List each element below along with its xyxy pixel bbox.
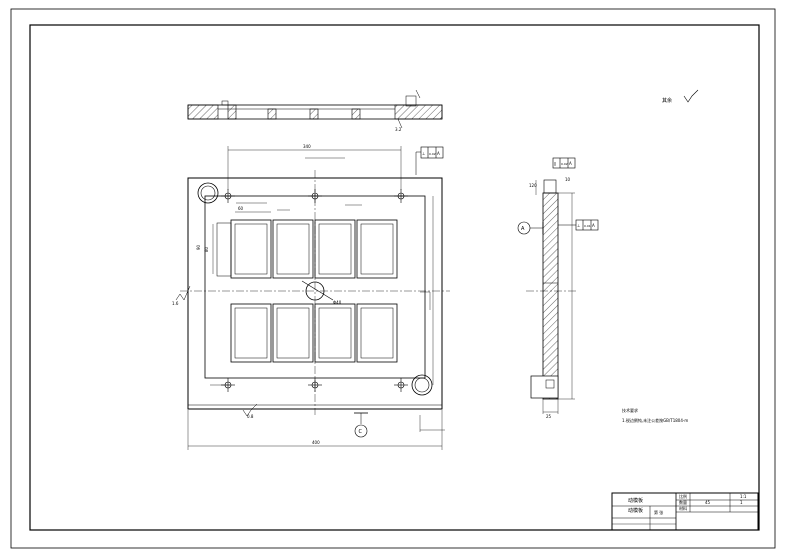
center-hole-label: Φ40 (333, 300, 342, 305)
tolerance-frame-1: ⊥ 0.02 A (415, 146, 444, 175)
svg-text:0.8: 0.8 (247, 414, 254, 419)
svg-text:A: A (521, 226, 525, 232)
svg-text:A: A (437, 151, 440, 156)
surface-finish-note: 其余 (662, 89, 699, 104)
side-section-view: 25 10 ∥ 0.02 A ⊥ 0.01 A A 120 (517, 157, 599, 419)
outer-border (10, 8, 776, 549)
svg-text:⊥: ⊥ (422, 151, 426, 156)
dimension-lines (187, 146, 445, 450)
svg-text:0.02: 0.02 (561, 162, 568, 166)
svg-text:C: C (359, 429, 363, 435)
title-sheet: 第 张 (654, 509, 663, 515)
side-dim-label: 120 (529, 183, 537, 188)
dim-pocket-height: 80 (204, 246, 209, 252)
svg-text:0.01: 0.01 (584, 224, 591, 228)
title-cell-c: 材料 (679, 505, 687, 511)
svg-text:⊥: ⊥ (577, 223, 581, 228)
cavity-pockets (216, 219, 398, 363)
tolerance-frame-3: ⊥ 0.01 A (558, 219, 599, 231)
dim-pocket-pitch: 90 (196, 244, 201, 250)
title-block (611, 492, 759, 531)
dim-overall-width: 400 (312, 440, 320, 445)
svg-text:A: A (569, 161, 572, 166)
title-cell-a: 比例 (679, 493, 687, 499)
title-cell-b: 数量 (679, 499, 687, 505)
top-section-view: 3.2 (187, 89, 443, 132)
svg-text:0.02: 0.02 (429, 152, 436, 156)
plan-view: Φ40 340 400 60 80 90 (172, 144, 450, 450)
svg-text:技术要求: 技术要求 (622, 407, 638, 413)
svg-text:其余: 其余 (662, 97, 672, 104)
dim-thickness: 25 (546, 414, 552, 419)
technical-notes: 技术要求 1.锐边倒钝,未注公差按GB/T1804-m (622, 407, 688, 423)
title-scale: 1:1 (740, 494, 747, 499)
dim-hole-spacing: 340 (303, 144, 311, 149)
tolerance-frame-2: ∥ 0.02 A (552, 157, 576, 169)
svg-text:1.锐边倒钝,未注公差按GB/T1804-m: 1.锐边倒钝,未注公差按GB/T1804-m (622, 417, 688, 423)
datum-a: A (517, 221, 544, 235)
screw-holes (221, 189, 408, 392)
title-part-name-2: 动模板 (628, 507, 643, 514)
svg-text:1.6: 1.6 (172, 301, 179, 306)
dim-step: 10 (565, 177, 571, 182)
roughness-mark: 3.2 (395, 127, 402, 132)
svg-text:∥: ∥ (554, 161, 556, 166)
title-part-name-1: 动模板 (628, 497, 643, 504)
drawing-frame (29, 24, 760, 531)
datum-c: C (354, 412, 368, 438)
svg-text:A: A (592, 223, 595, 228)
dim-pocket-width: 60 (238, 206, 244, 211)
title-mark: 45 (705, 500, 711, 505)
title-qty: 1 (740, 500, 743, 505)
